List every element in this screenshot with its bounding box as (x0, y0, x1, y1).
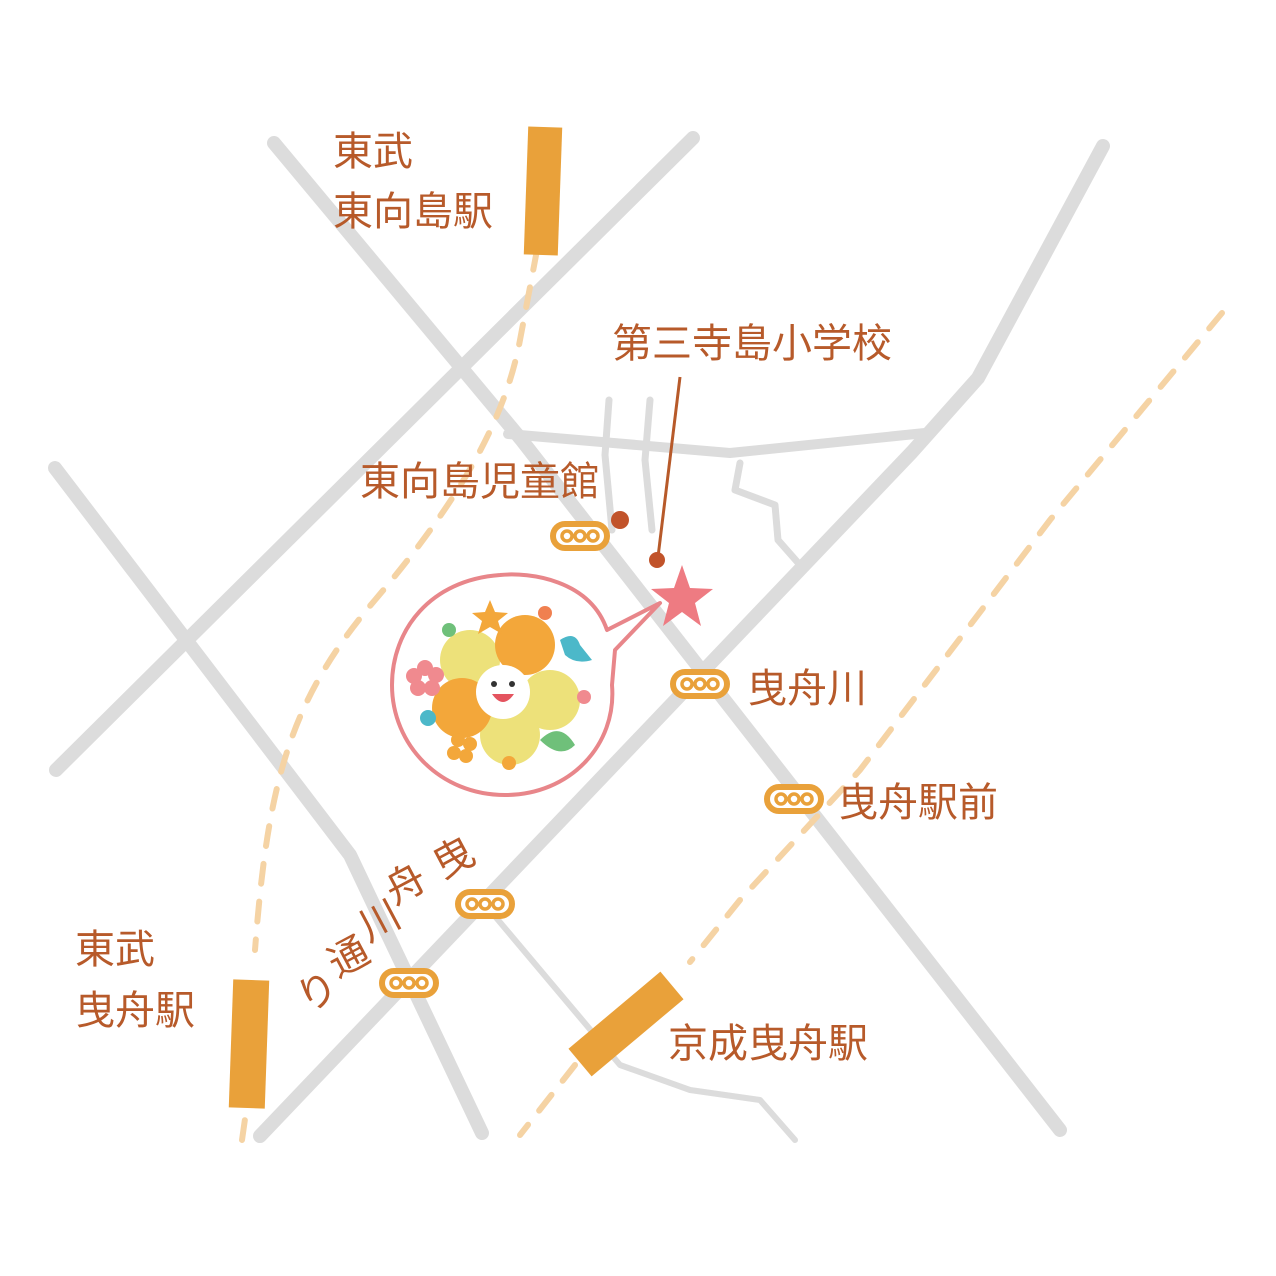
hikifune-station-label: 曳舟駅 (75, 988, 195, 1034)
tobu-line-label: 東武 (333, 129, 413, 175)
bus-stop-icon (455, 889, 515, 919)
station-tobu-hikifune (228, 979, 270, 1109)
keisei-hikifune-station-label: 京成曳舟駅 (668, 1021, 868, 1067)
bus-stop-icon (379, 968, 439, 998)
station-keisei-hikifune (568, 971, 684, 1077)
bus-stop-hikifune-ekimae-label: 曳舟駅前 (838, 780, 998, 826)
flower-mascot-icon (406, 600, 592, 770)
bus-stop-icon (764, 784, 824, 814)
school-pointer (649, 376, 682, 568)
rail-lines (239, 247, 1225, 1143)
bus-stop-icon (670, 669, 730, 699)
childrens-hall-marker (611, 511, 629, 529)
school-label: 第三寺島小学校 (612, 321, 892, 367)
bus-stop-icon (550, 521, 610, 551)
tobu-line-label: 東武 (75, 927, 155, 973)
station-tobu-higashimukojima (523, 126, 563, 256)
childrens-hall-label: 東向島児童館 (360, 459, 600, 505)
svg-text:曳: 曳 (425, 829, 482, 888)
bus-stop-hikifunegawa-label: 曳舟川 (747, 666, 867, 712)
star-icon (651, 565, 713, 626)
road-network (48, 131, 1110, 1143)
higashimukojima-station-label: 東向島駅 (333, 189, 493, 235)
